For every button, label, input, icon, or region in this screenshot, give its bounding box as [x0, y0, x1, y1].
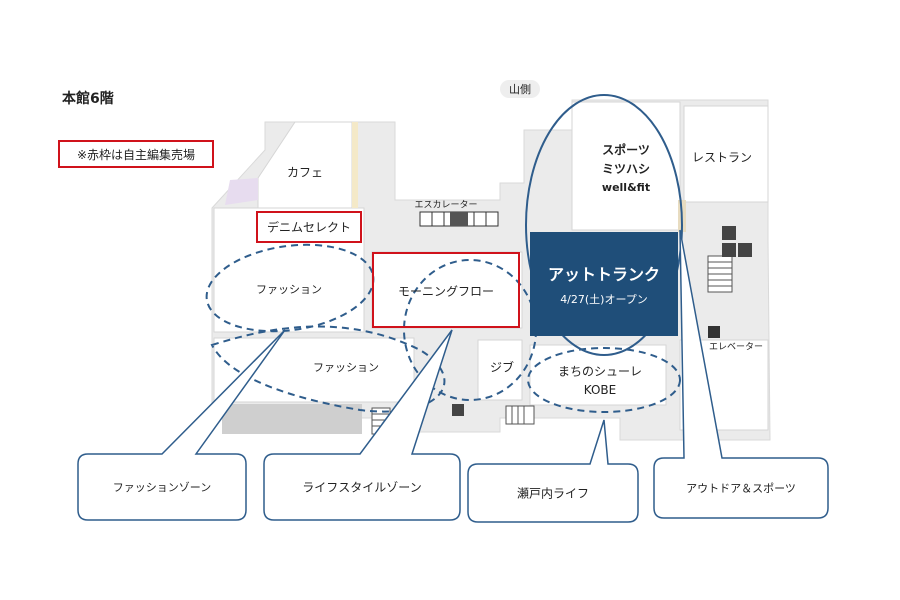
zone-outdoor-label: アウトドア＆スポーツ	[686, 482, 796, 495]
lower-escalator-icon	[452, 404, 464, 416]
restaurant-block	[683, 105, 769, 203]
store-machi-line2: KOBE	[583, 383, 617, 397]
store-jib[interactable]: ジブ	[489, 360, 515, 375]
fashion-upper-block	[213, 207, 365, 333]
outdoor-zone-ellipse	[525, 94, 683, 356]
store-fashion-lower[interactable]: ファッション	[313, 361, 379, 374]
elevator-label: エレベーター	[708, 342, 764, 353]
store-machi-line1[interactable]: まちのシューレ	[557, 364, 643, 379]
dark-strip	[222, 404, 362, 434]
store-denim[interactable]: デニムセレクト	[266, 220, 352, 235]
escalator-icon	[419, 211, 499, 227]
store-restaurant[interactable]: レストラン	[691, 150, 753, 165]
elevator-icon	[708, 326, 720, 338]
setouchi-zone-callout	[467, 419, 639, 523]
fashion-zone-callout	[77, 329, 286, 521]
store-fashion-upper[interactable]: ファッション	[256, 283, 322, 296]
store-sports-line1[interactable]: スポーツ	[602, 143, 650, 157]
zone-setouchi-label: 瀬戸内ライフ	[516, 486, 590, 501]
outdoor-zone-callout	[653, 229, 829, 519]
morning-flow-block	[371, 251, 523, 329]
escalator-label: エスカレーター	[414, 200, 478, 211]
left-accent	[225, 178, 258, 205]
store-cafe[interactable]: カフェ	[286, 165, 324, 180]
jib-block	[477, 339, 523, 401]
store-sports-line2: ミツハシ	[601, 162, 651, 176]
floor-title: 本館6階	[62, 91, 114, 107]
zone-fashion-label: ファッションゾーン	[112, 481, 212, 494]
direction-label: 山側	[500, 80, 540, 98]
store-sports-line3: well&fit	[601, 181, 651, 194]
sports-block	[571, 101, 681, 231]
outlet-opening: 4/27(土)オープン	[560, 293, 648, 306]
outlet-store-atto-trunk[interactable]: アットトランク 4/27(土)オープン	[530, 232, 678, 336]
morning-flow-red-frame	[372, 252, 520, 328]
cafe-accent	[352, 122, 358, 208]
legend-note: ※赤枠は自主編集売場	[58, 140, 214, 168]
denim-red-frame	[256, 211, 362, 243]
restroom-icon	[722, 226, 752, 257]
store-morning-flow[interactable]: モーニングフロー	[397, 284, 495, 299]
setouchi-zone-ellipse	[527, 347, 681, 413]
lifestyle-zone-callout	[263, 329, 461, 521]
zone-lifestyle-label: ライフスタイルゾーン	[302, 480, 422, 495]
outlet-name: アットトランク	[547, 265, 660, 284]
